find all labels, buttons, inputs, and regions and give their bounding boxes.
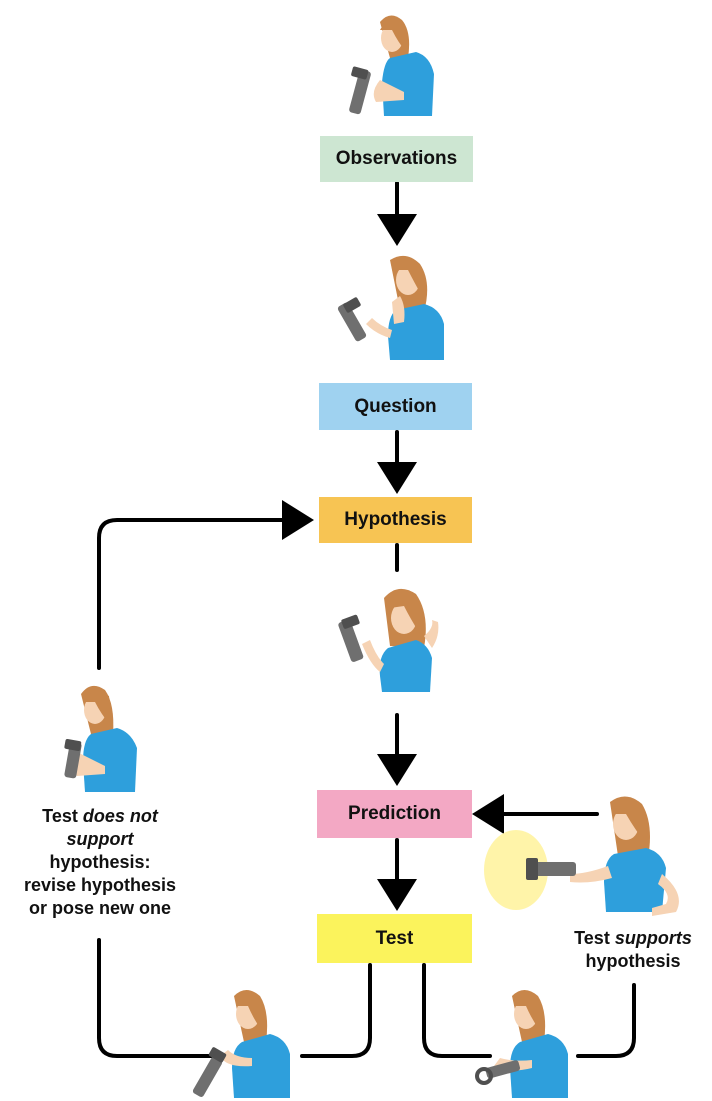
- supports-line2: hypothesis: [585, 951, 681, 971]
- prediction-label: Prediction: [348, 803, 441, 824]
- not-support-line4: revise hypothesis: [23, 875, 177, 895]
- not-support-line1: Test does not: [42, 806, 158, 826]
- hypothesis-box: Hypothesis: [319, 497, 472, 543]
- not-support-line5: or pose new one: [28, 898, 172, 918]
- person-thinking-icon: [337, 255, 444, 360]
- connector-right-loop-up: [576, 983, 636, 1058]
- flashlight-beam-icon: [484, 830, 548, 910]
- question-label: Question: [354, 395, 437, 417]
- test-supports-caption: Test supports hypothesis: [548, 927, 712, 973]
- person-checking-flashlight-icon: [192, 990, 290, 1098]
- person-test-succeeds-icon: [484, 796, 679, 916]
- question-box: Question: [319, 383, 472, 430]
- test-not-support-caption: Test does not support hypothesis: revise…: [2, 805, 198, 920]
- not-support-line2: support: [66, 829, 134, 849]
- hypothesis-label: Hypothesis: [344, 509, 447, 530]
- supports-line1: Test supports: [574, 928, 692, 948]
- connector-test-left-loop: [300, 963, 372, 1058]
- person-observing-icon: [349, 15, 434, 116]
- test-box: Test: [317, 914, 472, 963]
- observations-label: Observations: [335, 148, 458, 169]
- connector-left-loop-up: [97, 938, 215, 1058]
- connector-test-right-loop: [422, 963, 492, 1058]
- prediction-box: Prediction: [317, 790, 472, 838]
- test-label: Test: [375, 927, 414, 949]
- not-support-line3: hypothesis:: [49, 852, 151, 872]
- person-inspecting-flashlight-icon: [475, 990, 568, 1098]
- person-test-fails-icon: [64, 685, 137, 792]
- person-predicting-icon: [338, 588, 439, 692]
- observations-box: Observations: [320, 136, 473, 182]
- arrow-revise-to-hypothesis: [97, 500, 314, 670]
